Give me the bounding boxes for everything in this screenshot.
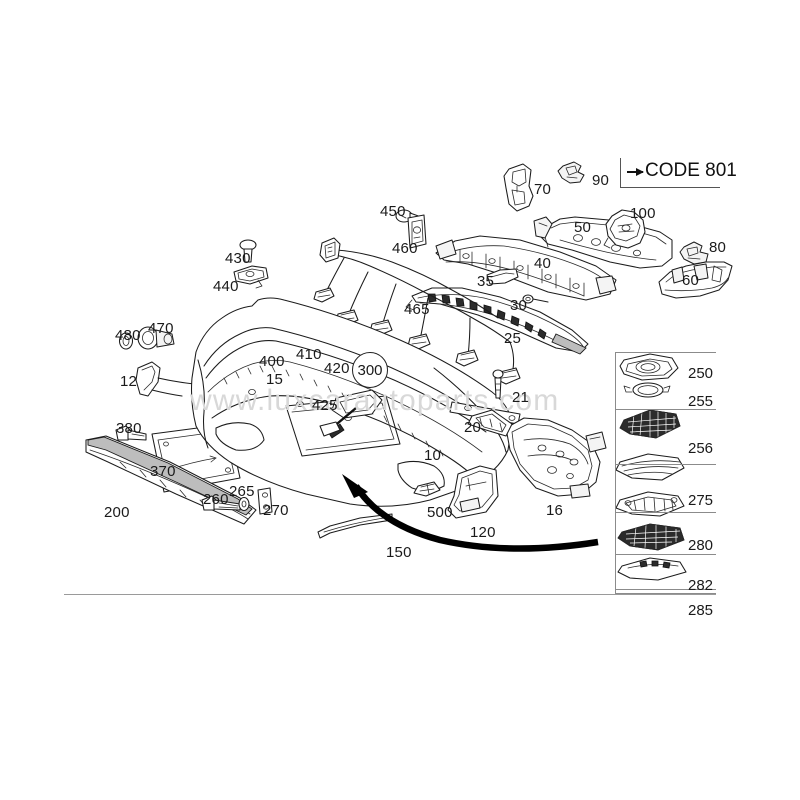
panel-label-282: 282 [688,577,714,594]
panel-label-250: 250 [688,365,714,382]
callout-400: 400 [259,353,285,370]
part-art-100 [603,209,646,249]
grille-variant-cell-5: 285 [616,590,716,623]
grille-variant-cell-0: 250 255 [616,353,716,410]
panel-label-280: 280 [688,537,714,554]
callout-425: 425 [312,397,338,414]
part-art-250 [619,353,679,381]
part-art-440 [233,265,269,289]
part-art-30 [522,294,549,304]
part-art-256 [619,409,681,439]
callout-470: 470 [148,320,174,337]
callout-10: 10 [424,447,442,464]
callout-300: 300 [352,352,388,388]
emphasis-arrow [342,474,599,552]
part-art-265 [238,496,250,512]
part-art-150 [317,513,393,539]
grille-variants-panel: 250 255 256 275 280 282 285 [615,352,716,619]
part-art-470 [137,326,175,350]
callout-25: 25 [504,330,522,347]
callout-480: 480 [115,327,141,344]
part-art-80 [679,241,709,265]
grille-variant-cell-2: 275 [616,465,716,513]
callout-265: 265 [229,483,255,500]
callout-270: 270 [263,502,289,519]
part-art-35 [486,268,519,285]
callout-430: 430 [225,250,251,267]
part-art-120 [447,465,499,519]
sensor-plug-6 [497,367,521,385]
callout-440: 440 [213,278,239,295]
callout-40: 40 [534,255,552,272]
callout-50: 50 [574,219,592,236]
callout-380: 380 [116,420,142,437]
part-art-430 [239,239,257,263]
callout-60: 60 [682,272,700,289]
callout-90: 90 [592,172,610,189]
part-art-40 [435,235,617,301]
part-art-460 [407,214,427,249]
callout-21: 21 [512,389,530,406]
callout-465: 465 [404,301,430,318]
callout-15: 15 [266,371,284,388]
callout-20: 20 [464,419,482,436]
callout-500: 500 [427,504,453,521]
panel-label-255: 255 [688,393,714,410]
sensor-plug-5 [455,349,479,367]
panel-label-256: 256 [688,440,714,457]
part-art-500 [413,481,441,497]
callout-70: 70 [534,181,552,198]
part-art-25 [405,287,589,355]
callout-12: 12 [120,373,138,390]
part-art-60 [658,261,733,299]
part-art-255 [623,382,671,398]
part-art-480 [118,332,134,350]
code-label-box: CODE 801 [620,158,737,188]
callout-460: 460 [392,240,418,257]
grille-variant-cell-3: 280 [616,513,716,555]
callout-35: 35 [477,273,495,290]
grille-variant-cell-1: 256 [616,410,716,465]
callout-260: 260 [203,491,229,508]
callout-100: 100 [630,205,656,222]
callout-200: 200 [104,504,130,521]
callout-30: 30 [510,297,528,314]
callout-150: 150 [386,544,412,561]
watermark-text: www.luxcarautoparts.com [190,384,560,417]
part-art-270 [257,487,273,515]
part-art-90 [557,161,585,184]
part-art-260 [201,495,241,511]
part-art-16 [467,409,607,499]
part-art-275 [615,453,685,481]
panel-label-275: 275 [688,492,714,509]
panel-label-285: 285 [688,602,714,619]
callout-16: 16 [546,502,564,519]
part-art-280 [615,491,685,517]
sensor-plug-1 [313,287,335,303]
part-art-70 [503,163,534,212]
callout-370: 370 [150,463,176,480]
callout-450: 450 [380,203,406,220]
code-label-text: CODE 801 [645,160,737,181]
grille-variant-cell-4: 282 [616,555,716,594]
right-arrow-icon [627,167,644,176]
callout-80: 80 [709,239,727,256]
part-art-21 [492,369,504,399]
part-art-282 [617,523,685,551]
callout-420: 420 [324,360,350,377]
callout-120: 120 [470,524,496,541]
callout-410: 410 [296,346,322,363]
section-divider [64,594,716,595]
part-art-465 [313,237,521,385]
part-art-285 [617,557,687,581]
part-art-380 [115,425,147,441]
part-art-12 [135,361,195,397]
